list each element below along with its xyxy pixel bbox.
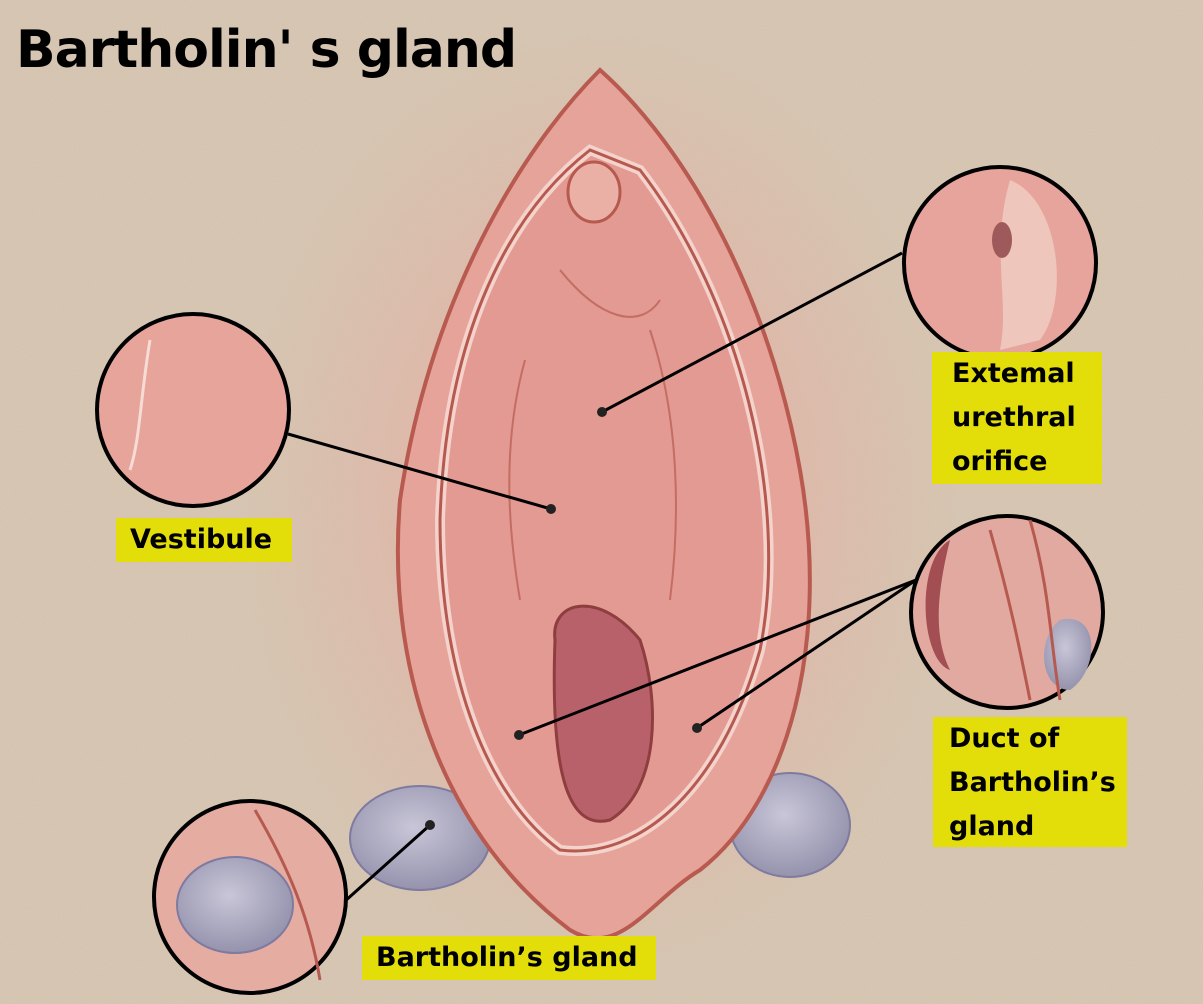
pointer-dots bbox=[425, 407, 702, 830]
vaginal-orifice bbox=[552, 604, 654, 823]
label-vestibule: Vestibule bbox=[116, 518, 292, 562]
magnifier-vestibule bbox=[95, 312, 291, 508]
label-line: Extemal bbox=[952, 358, 1075, 389]
label-line: orifice bbox=[952, 446, 1048, 477]
magnifier-bartholin-gland bbox=[152, 799, 348, 995]
label-line: Bartholin’s bbox=[949, 767, 1116, 798]
label-bartholins-gland: Bartholin’s gland bbox=[362, 936, 656, 980]
label-external-urethral-orifice: Extemal urethral orifice bbox=[932, 352, 1102, 484]
leader-lines bbox=[287, 251, 917, 904]
label-duct-of-bartholins-gland: Duct of Bartholin’s gland bbox=[933, 717, 1127, 847]
label-line: urethral bbox=[952, 402, 1076, 433]
page-title: Bartholin' s gland bbox=[16, 20, 517, 80]
clitoris bbox=[566, 160, 622, 224]
magnifier-urethral-orifice bbox=[902, 165, 1098, 361]
label-line: gland bbox=[949, 811, 1035, 842]
label-line: Duct of bbox=[949, 723, 1060, 754]
magnifier-duct bbox=[909, 514, 1105, 710]
